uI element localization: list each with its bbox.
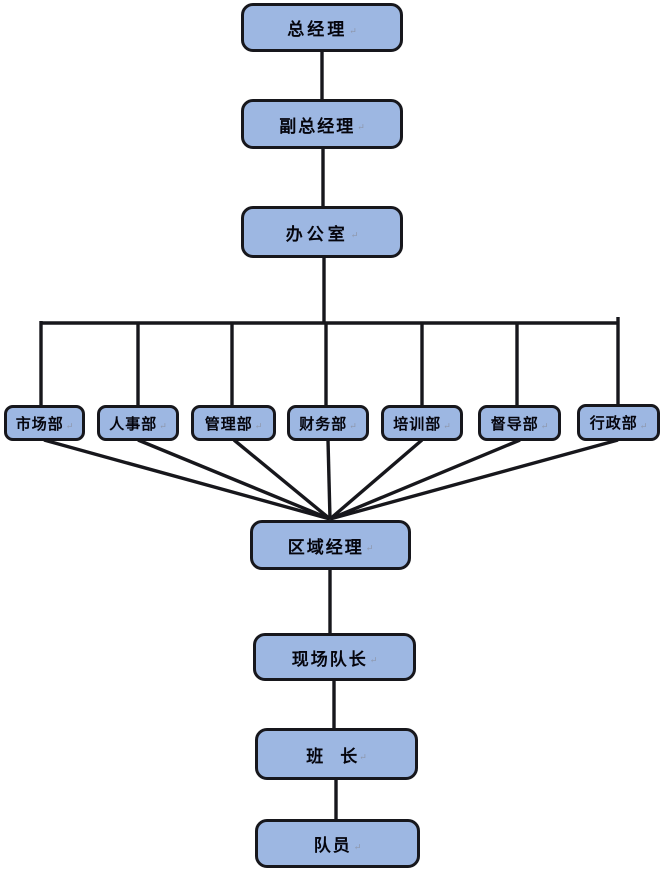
- node-label: 培训部: [393, 414, 442, 433]
- node-dept-training: 培训部↵: [381, 405, 463, 441]
- return-mark-icon: ↵: [349, 422, 357, 432]
- edge-marketing-to-regional: [43, 438, 331, 521]
- node-label: 人事部: [109, 414, 158, 433]
- node-dept-supervision: 督导部↵: [478, 405, 561, 441]
- node-office: 办公室↵: [241, 206, 403, 258]
- node-dept-hr: 人事部↵: [97, 405, 179, 441]
- node-deputy-general-manager: 副总经理↵: [241, 99, 403, 149]
- node-label: 财务部: [299, 414, 348, 433]
- node-dept-marketing: 市场部↵: [4, 405, 85, 441]
- return-mark-icon: ↵: [540, 422, 549, 432]
- return-mark-icon: ↵: [65, 422, 74, 432]
- node-team-member: 队员↵: [255, 819, 420, 868]
- edge-administration-to-regional: [329, 438, 619, 521]
- node-dept-administration: 行政部↵: [577, 404, 660, 441]
- node-label: 副总经理: [279, 116, 356, 137]
- return-mark-icon: ↵: [254, 422, 263, 432]
- node-dept-management: 管理部↵: [191, 405, 276, 441]
- return-mark-icon: ↵: [359, 753, 367, 763]
- return-mark-icon: ↵: [350, 231, 359, 241]
- return-mark-icon: ↵: [357, 123, 365, 133]
- return-mark-icon: ↵: [369, 656, 378, 666]
- return-mark-icon: ↵: [443, 422, 451, 432]
- return-mark-icon: ↵: [365, 544, 374, 554]
- edge-training-to-regional: [328, 438, 424, 521]
- edge-supervision-to-regional: [329, 438, 521, 521]
- node-general-manager: 总经理↵: [241, 3, 403, 52]
- node-label: 区域经理: [287, 537, 364, 558]
- return-mark-icon: ↵: [159, 422, 167, 432]
- node-label: 班 长: [306, 746, 358, 767]
- node-label: 队员: [313, 836, 352, 856]
- node-dept-finance: 财务部↵: [287, 405, 369, 441]
- node-label: 管理部: [204, 414, 253, 433]
- return-mark-icon: ↵: [639, 421, 648, 432]
- edge-management-to-regional: [232, 438, 332, 521]
- node-label: 办公室: [285, 224, 349, 245]
- edge-finance-to-regional: [326, 439, 332, 520]
- node-label: 总经理: [287, 20, 348, 40]
- node-squad-leader: 班 长↵: [255, 728, 418, 780]
- node-label: 市场部: [15, 414, 64, 433]
- node-label: 行政部: [589, 414, 638, 432]
- node-label: 督导部: [490, 414, 539, 433]
- return-mark-icon: ↵: [349, 26, 357, 37]
- node-regional-manager: 区域经理↵: [250, 520, 411, 570]
- node-site-captain: 现场队长↵: [253, 633, 416, 681]
- edge-hr-to-regional: [137, 438, 331, 521]
- node-label: 现场队长: [291, 649, 368, 670]
- return-mark-icon: ↵: [353, 842, 362, 853]
